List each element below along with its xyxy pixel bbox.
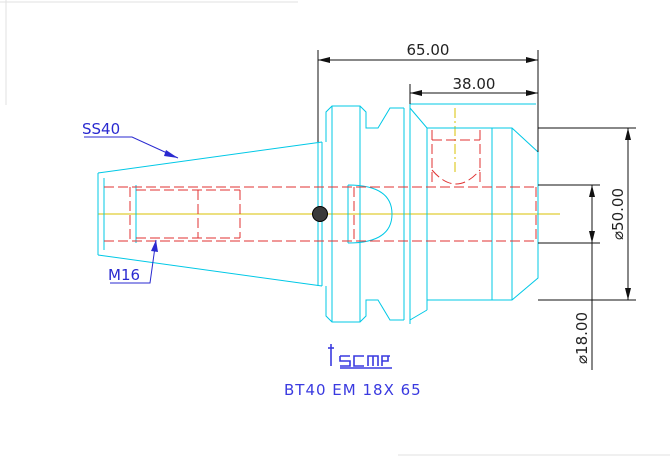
part-caption: BT40 EM 18X 65 <box>284 381 422 399</box>
holder-outline <box>97 103 539 324</box>
bore-diameter-dimension: ⌀18.00 <box>573 312 591 364</box>
leaders <box>84 136 179 284</box>
body-length-dimension: 38.00 <box>453 75 496 93</box>
leader-arrows <box>151 150 178 252</box>
iscar-logo <box>328 344 392 369</box>
taper-label: SS40 <box>82 120 120 138</box>
outer-diameter-dimension: ⌀50.00 <box>609 188 627 240</box>
total-length-dimension: 65.00 <box>407 41 450 59</box>
thread-label: M16 <box>108 266 140 284</box>
hidden-lines <box>104 130 538 242</box>
dimension-lines <box>317 50 636 370</box>
dimension-arrows <box>318 57 631 300</box>
shank-hole <box>312 206 328 222</box>
